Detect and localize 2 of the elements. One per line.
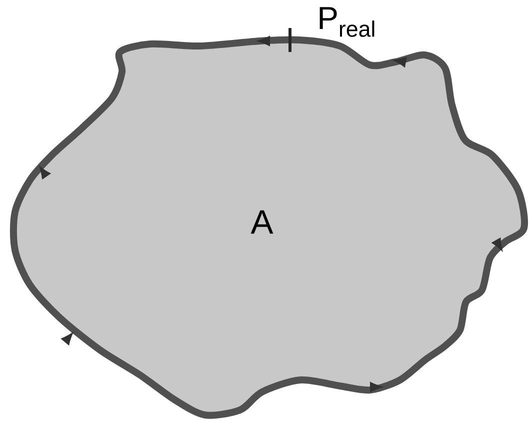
region-label: A	[250, 210, 274, 234]
perimeter-label: P$_{real}$	[320, 7, 374, 37]
